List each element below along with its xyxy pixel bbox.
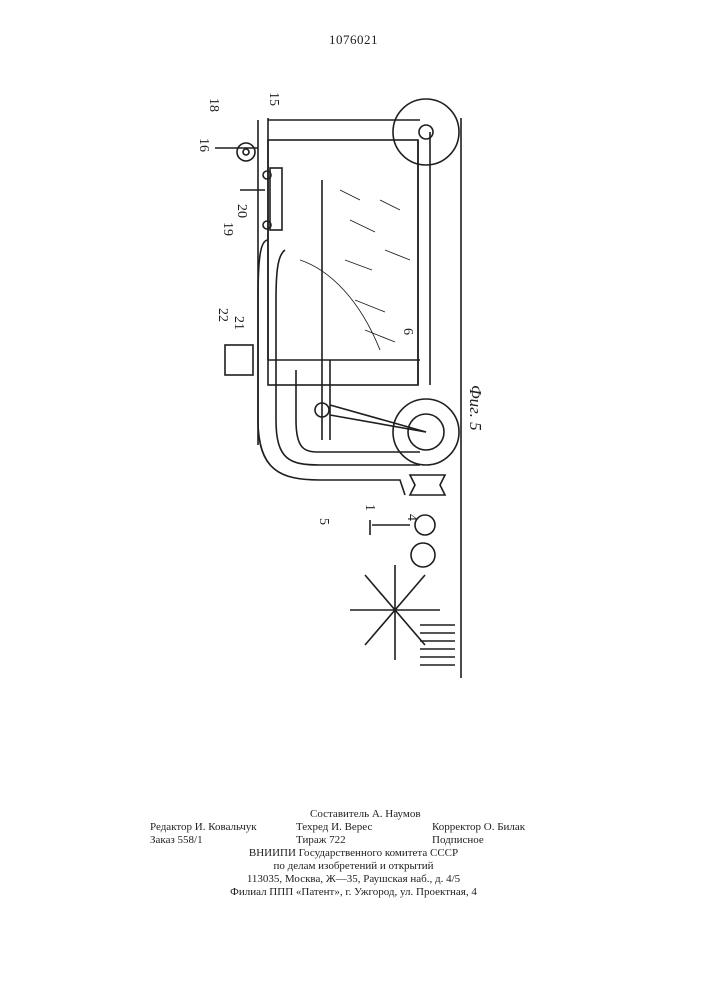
org-line-1: ВНИИПИ Государственного комитета СССР	[0, 847, 707, 860]
label-5: 5	[316, 518, 331, 525]
reel	[350, 565, 440, 660]
order-number: Заказ 558/1	[150, 834, 203, 847]
label-16: 16	[196, 138, 211, 152]
circulation: Тираж 722	[296, 834, 346, 847]
label-18: 18	[206, 98, 221, 112]
corrector: Корректор О. Билак	[432, 821, 525, 834]
label-20: 20	[234, 204, 249, 218]
label-4: 4	[404, 514, 419, 521]
label-19: 19	[220, 222, 235, 236]
label-22: 22	[215, 308, 230, 322]
branch-address: Филиал ППП «Патент», г. Ужгород, ул. Про…	[0, 886, 707, 899]
winch-wheel	[237, 143, 255, 161]
hopper-body	[268, 140, 418, 385]
compiler: Составитель А. Наумов	[310, 808, 421, 821]
blower	[410, 475, 445, 495]
label-15: 15	[266, 92, 281, 106]
subscription: Подписное	[432, 834, 484, 847]
org-address: 113035, Москва, Ж—35, Раушская наб., д. …	[0, 873, 707, 886]
crop-rows	[420, 625, 455, 665]
imprint-block: Составитель А. Наумов Редактор И. Коваль…	[0, 808, 707, 899]
label-21: 21	[231, 316, 246, 330]
figure-caption: Фиг. 5	[466, 385, 485, 431]
org-line-2: по делам изобретений и открытий	[0, 860, 707, 873]
container-22	[225, 345, 253, 375]
label-6: 6	[400, 328, 415, 335]
rear-wheel	[393, 99, 459, 165]
tech-editor: Техред И. Верес	[296, 821, 372, 834]
editor: Редактор И. Ковальчук	[150, 821, 257, 834]
label-1: 1	[362, 504, 377, 511]
